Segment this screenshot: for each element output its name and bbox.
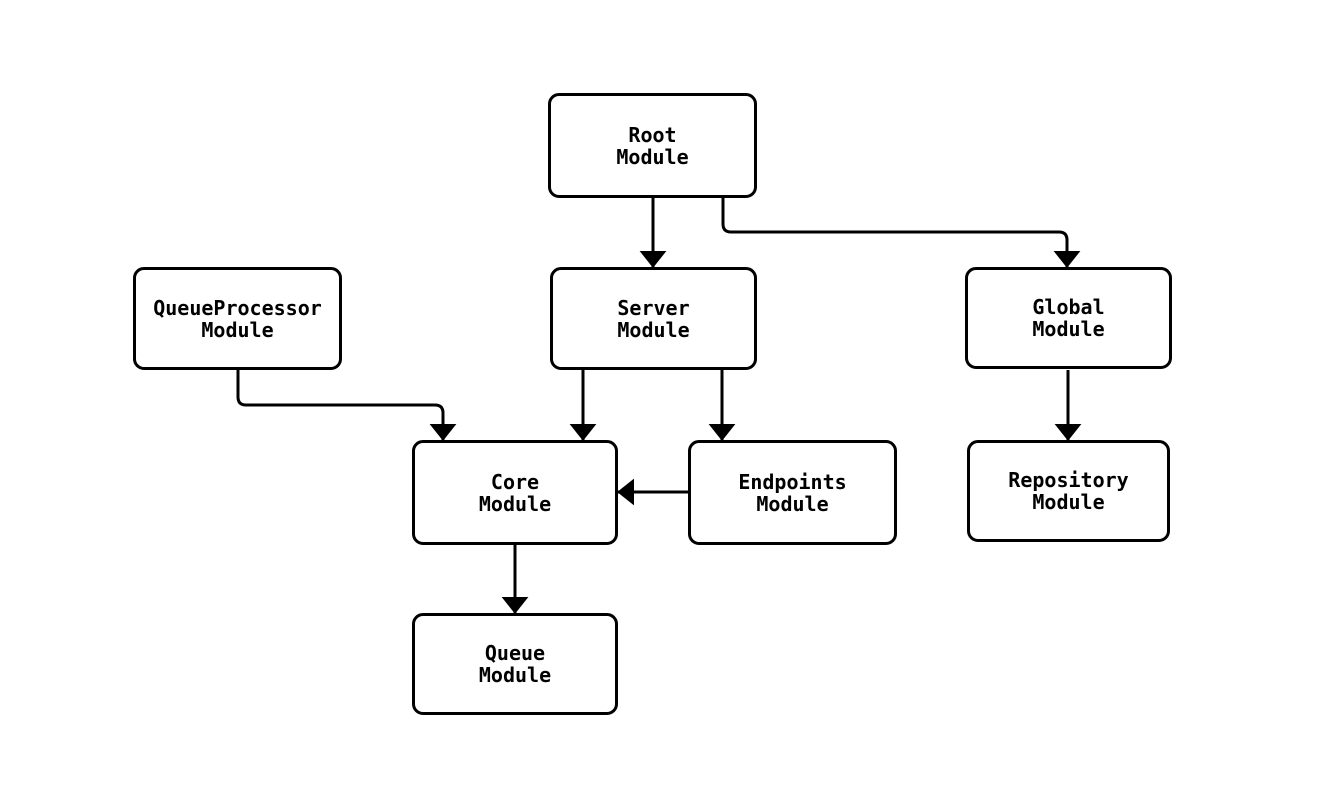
node-root-module-label: Root Module: [616, 122, 689, 169]
node-global-module: Global Module: [965, 267, 1172, 369]
node-core-module: Core Module: [412, 440, 618, 545]
node-endpoints-module-label: Endpoints Module: [738, 469, 847, 516]
node-queue-module-label: Queue Module: [478, 641, 552, 687]
node-repository-module-label: Repository Module: [1008, 468, 1129, 514]
edge-root-to-global: [721, 198, 1081, 268]
node-queueprocessor-module-label: QueueProcessor Module: [153, 295, 322, 342]
node-global-module-label: Global Module: [1032, 295, 1105, 341]
node-core-module-label: Core Module: [478, 469, 552, 516]
node-queue-module: Queue Module: [412, 613, 618, 715]
node-server-module-label: Server Module: [617, 295, 690, 342]
edge-queueprocessor-to-core: [236, 370, 457, 441]
node-root-module: Root Module: [548, 93, 757, 198]
node-queueprocessor-module: QueueProcessor Module: [133, 267, 342, 370]
node-repository-module: Repository Module: [967, 440, 1170, 542]
node-server-module: Server Module: [550, 267, 757, 370]
node-endpoints-module: Endpoints Module: [688, 440, 897, 545]
